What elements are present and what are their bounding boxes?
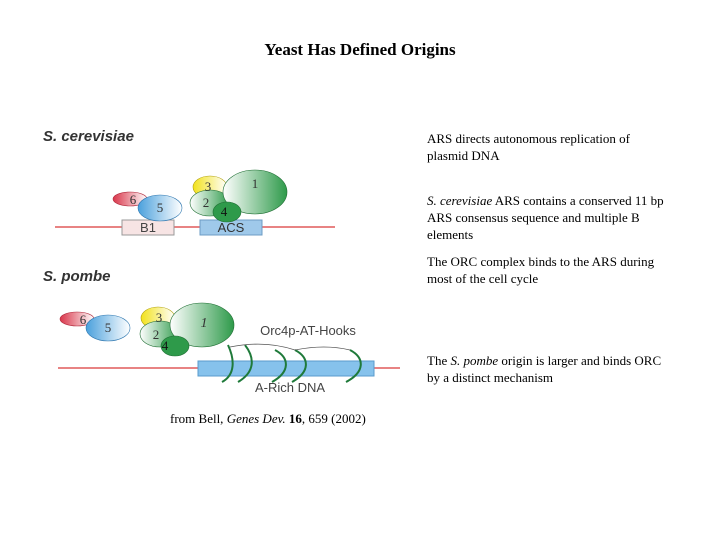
note-text: The [427, 353, 451, 368]
at-hook [291, 349, 307, 383]
b1-element-box [121, 219, 175, 236]
orc-subunit-4 [160, 335, 190, 357]
citation-rest: , 659 (2002) [301, 411, 366, 426]
acs-element-label: ACS [218, 220, 245, 235]
species-label-pombe: S. pombe [43, 268, 111, 285]
subunit-label-5: 5 [105, 320, 112, 335]
subunit-label-6: 6 [130, 192, 137, 207]
subunit-label-4: 4 [162, 338, 169, 353]
a-rich-dna-label: A-Rich DNA [255, 380, 325, 395]
citation-volume: 16 [288, 411, 302, 426]
b1-element-label: B1 [140, 220, 156, 235]
at-hook [345, 349, 362, 383]
pombe-orc-diagram: A-Rich DNA Orc4p-AT-Hooks 6 5 3 2 1 4 [58, 302, 400, 395]
note-text: origin is larger and binds ORC by a dist… [427, 353, 662, 385]
cerevisiae-orc-diagram: B1 ACS 6 5 3 2 1 4 [55, 169, 335, 236]
subunit-label-3: 3 [156, 310, 163, 325]
subunit-label-2: 2 [153, 327, 160, 342]
citation-prefix: from Bell, [170, 411, 227, 426]
at-hook [237, 344, 253, 383]
hook-linker [229, 343, 351, 351]
note-pombe-origin: The S. pombe origin is larger and binds … [427, 352, 667, 386]
note-text: ARS contains a conserved 11 bp ARS conse… [427, 193, 664, 242]
orc-subunit-1 [169, 302, 235, 348]
citation: from Bell, Genes Dev. 16, 659 (2002) [170, 411, 366, 427]
subunit-label-1: 1 [252, 176, 259, 191]
at-hook [271, 349, 287, 383]
orc-subunit-5 [85, 314, 131, 342]
subunit-label-3: 3 [205, 179, 212, 194]
orc4p-at-hooks-label: Orc4p-AT-Hooks [260, 323, 356, 338]
note-orc-binds: The ORC complex binds to the ARS during … [427, 254, 655, 286]
note-species-cerevisiae: S. cerevisiae [427, 193, 493, 208]
orc-subunit-5 [137, 194, 183, 222]
orc-subunit-4 [212, 201, 242, 223]
subunit-label-5: 5 [157, 200, 164, 215]
subunit-label-2: 2 [203, 195, 210, 210]
note-species-pombe: S. pombe [450, 353, 499, 368]
note-ars-consensus: S. cerevisiae ARS contains a conserved 1… [427, 192, 667, 243]
note-ars-directs: ARS directs autonomous replication of pl… [427, 131, 630, 163]
at-hook [221, 344, 234, 383]
orc-subunit-1 [222, 169, 288, 215]
subunit-label-4: 4 [221, 204, 228, 219]
subunit-label-6: 6 [80, 312, 87, 327]
slide-title: Yeast Has Defined Origins [264, 40, 456, 59]
subunit-label-1: 1 [201, 316, 208, 331]
species-label-cerevisiae: S. cerevisiae [43, 128, 134, 145]
citation-journal: Genes Dev. [226, 411, 286, 426]
